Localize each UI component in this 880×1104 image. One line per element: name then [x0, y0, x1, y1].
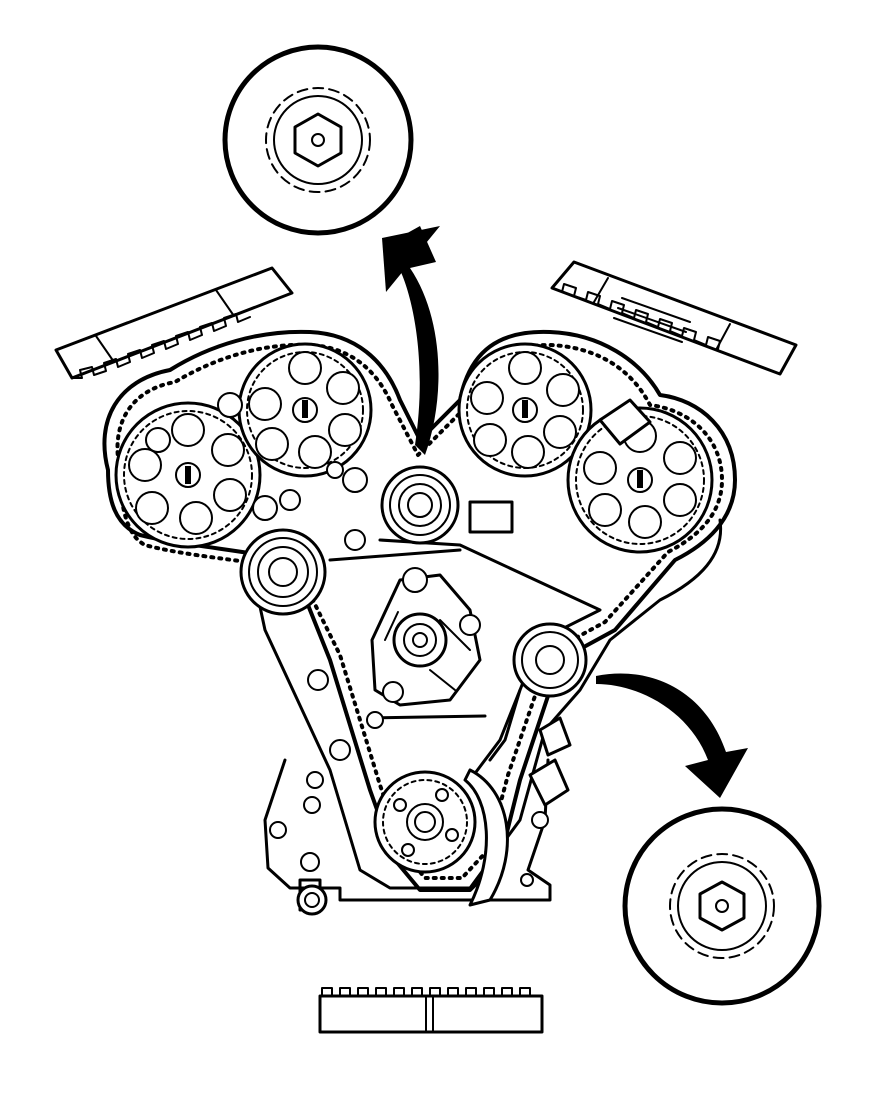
water-pump	[370, 567, 482, 707]
crankshaft-sprocket	[373, 768, 509, 907]
hex-bolt-icon	[698, 880, 746, 932]
curved-arrow-down	[596, 673, 748, 798]
belt-segment-bottom	[318, 987, 544, 1034]
camshaft-sprocket-left-outer	[114, 401, 262, 549]
idler-pulley-center	[380, 465, 460, 545]
detail-inset-bottom	[622, 806, 822, 1006]
camshaft-sprocket-right-outer	[566, 406, 714, 554]
detail-inset-top	[222, 44, 414, 236]
camshaft-sprocket-left-inner	[237, 342, 373, 478]
right-bank-camshaft-sprockets	[457, 342, 714, 554]
belt-segment-right	[550, 260, 798, 376]
hex-bolt-icon	[293, 112, 343, 168]
belt-tensioner	[488, 622, 588, 762]
belt-segment-left	[54, 266, 294, 380]
left-bank-camshaft-sprockets	[114, 342, 373, 551]
camshaft-sprocket-right-inner	[457, 342, 593, 478]
curved-arrow-up	[382, 226, 440, 455]
idler-pulley-left	[239, 528, 327, 616]
mounting-bolts	[269, 669, 572, 887]
